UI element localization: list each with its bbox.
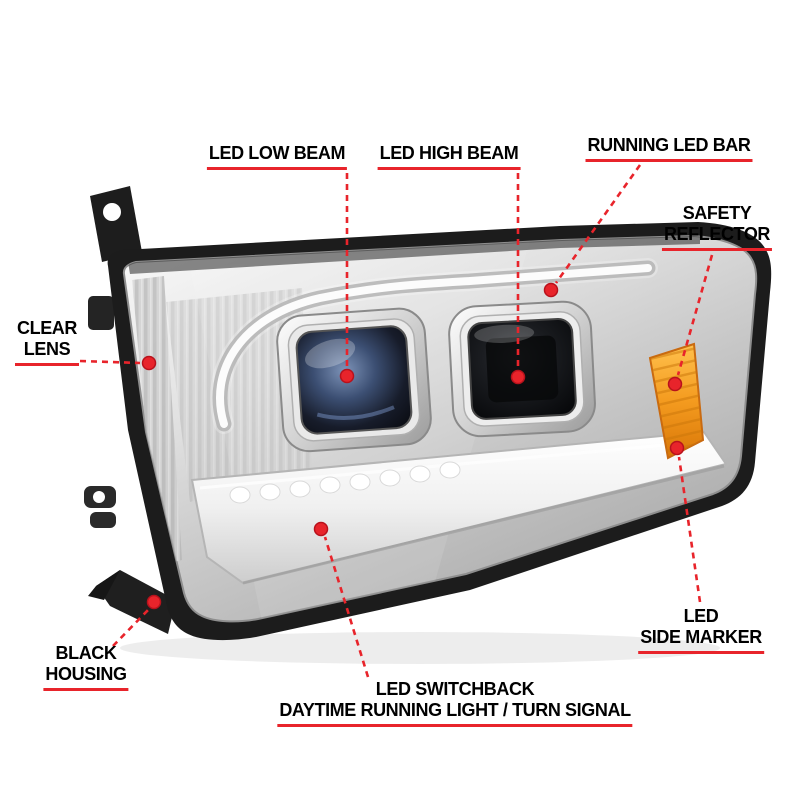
label-running-led-bar: RUNNING LED BAR	[585, 135, 753, 163]
mounting-tab-left	[84, 296, 116, 528]
label-line: DAYTIME RUNNING LIGHT / TURN SIGNAL	[279, 700, 631, 721]
drop-shadow	[120, 632, 720, 664]
label-line: RUNNING LED BAR	[587, 135, 751, 155]
label-clear-lens: CLEAR LENS	[15, 318, 79, 367]
label-black-housing: BLACK HOUSING	[43, 643, 129, 692]
label-line: LENS	[23, 339, 71, 360]
reflector-rib-texture	[166, 288, 312, 502]
label-led-switchback-drl: LED SWITCHBACK DAYTIME RUNNING LIGHT / T…	[277, 679, 633, 728]
label-line: REFLECTOR	[663, 224, 771, 245]
running-led-bar	[210, 258, 658, 434]
high-beam-projector	[448, 300, 596, 438]
label-line: SAFETY	[682, 203, 752, 223]
drl-led-segments	[229, 461, 461, 504]
label-line: HOUSING	[45, 664, 127, 685]
low-beam-projector	[276, 307, 432, 453]
lens-rib-texture	[132, 276, 182, 566]
label-line: LED SWITCHBACK	[375, 679, 535, 699]
label-line: LED	[683, 606, 719, 626]
label-led-side-marker: LED SIDE MARKER	[638, 606, 764, 655]
label-line: SIDE MARKER	[640, 627, 762, 648]
label-safety-reflector: SAFETY REFLECTOR	[661, 203, 773, 252]
label-line: BLACK	[55, 643, 117, 663]
label-led-high-beam: LED HIGH BEAM	[377, 143, 521, 171]
label-line: CLEAR	[17, 318, 77, 338]
label-line: LED HIGH BEAM	[379, 143, 519, 163]
mounting-bracket-bottom-left	[88, 570, 176, 634]
label-led-low-beam: LED LOW BEAM	[206, 143, 348, 171]
mounting-bracket-top-left	[90, 186, 142, 262]
label-line: LED LOW BEAM	[208, 143, 346, 163]
